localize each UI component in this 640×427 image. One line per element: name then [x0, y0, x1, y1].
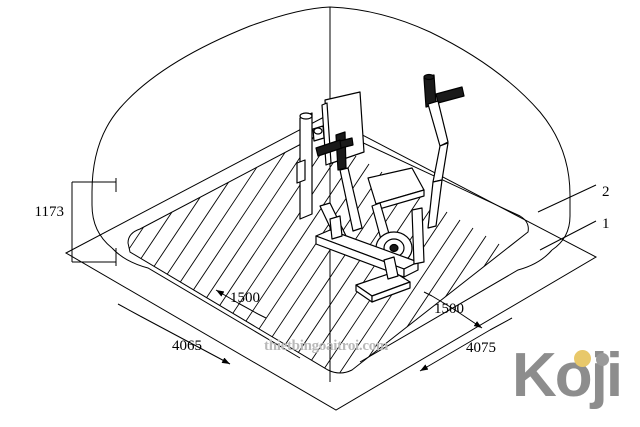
logo-dot-i-icon — [596, 353, 609, 366]
dimension-1500-left — [215, 289, 267, 319]
dimension-4075 — [419, 317, 513, 372]
handlebar-right — [423, 73, 465, 229]
dimension-1500-right — [423, 291, 483, 329]
koji-logo-text: Koji — [512, 341, 623, 410]
dimension-label-1500-left: 1500 — [230, 290, 260, 306]
dimension-label-4065: 4065 — [172, 338, 202, 354]
exercise-machine — [296, 73, 465, 303]
machine-footrest — [355, 256, 411, 303]
callout-leader-1 — [539, 220, 597, 251]
dimension-1173 — [71, 178, 117, 266]
machine-post — [296, 112, 313, 220]
watermark: thietbingoaitroi.com — [264, 338, 389, 354]
koji-logo: Koji — [512, 345, 623, 407]
dimension-label-4075: 4075 — [466, 340, 496, 356]
callout-leader-2 — [537, 184, 597, 213]
ground-plate — [64, 115, 598, 411]
dimension-4065 — [117, 303, 231, 365]
dimension-label-1500-right: 1500 — [434, 301, 464, 317]
dimension-label-1173: 1173 — [35, 204, 64, 220]
callout-label-1: 1 — [602, 216, 610, 232]
logo-dot-j-icon — [574, 350, 591, 367]
callout-label-2: 2 — [602, 184, 610, 200]
handlebar-left — [315, 137, 354, 157]
